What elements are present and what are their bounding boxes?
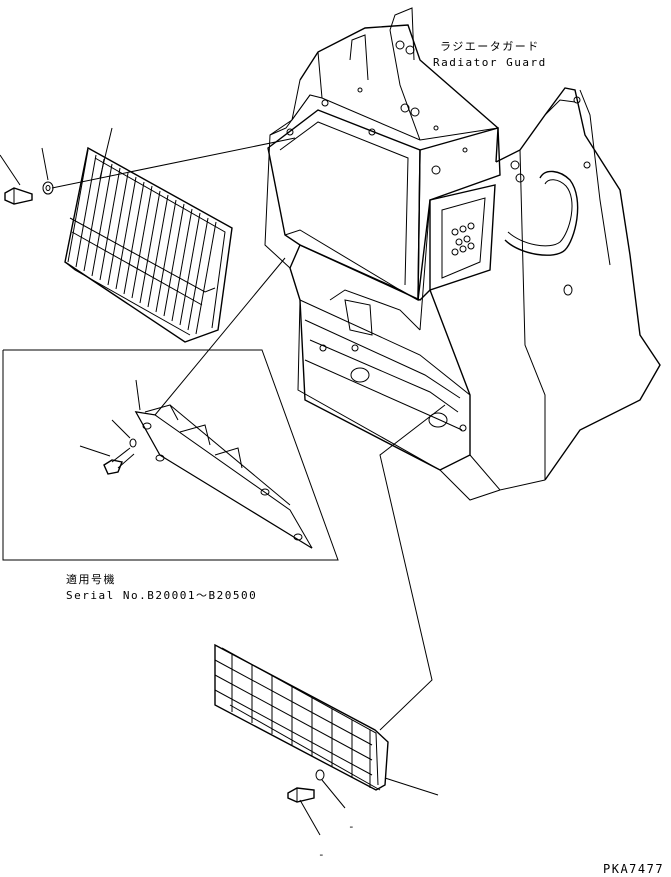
radiator-guard-label-en: Radiator Guard [433,56,547,69]
callout-number-a: - [348,820,357,833]
serial-label-en: Serial No.B20001〜B20500 [66,589,258,602]
serial-label-jp: 適用号機 [66,573,116,586]
upper-radiator-grille [64,146,233,343]
serial-inset-box [2,257,339,561]
drawing-reference-code: PKA7477 [603,862,665,876]
lower-bolt-washer [287,769,346,836]
upper-bolt-washer [0,127,296,205]
radiator-guard-label-jp: ラジエータガード [440,40,540,53]
lower-radiator-grille [214,404,446,796]
machine-frame [264,7,661,501]
callout-number-b: - [318,848,327,861]
